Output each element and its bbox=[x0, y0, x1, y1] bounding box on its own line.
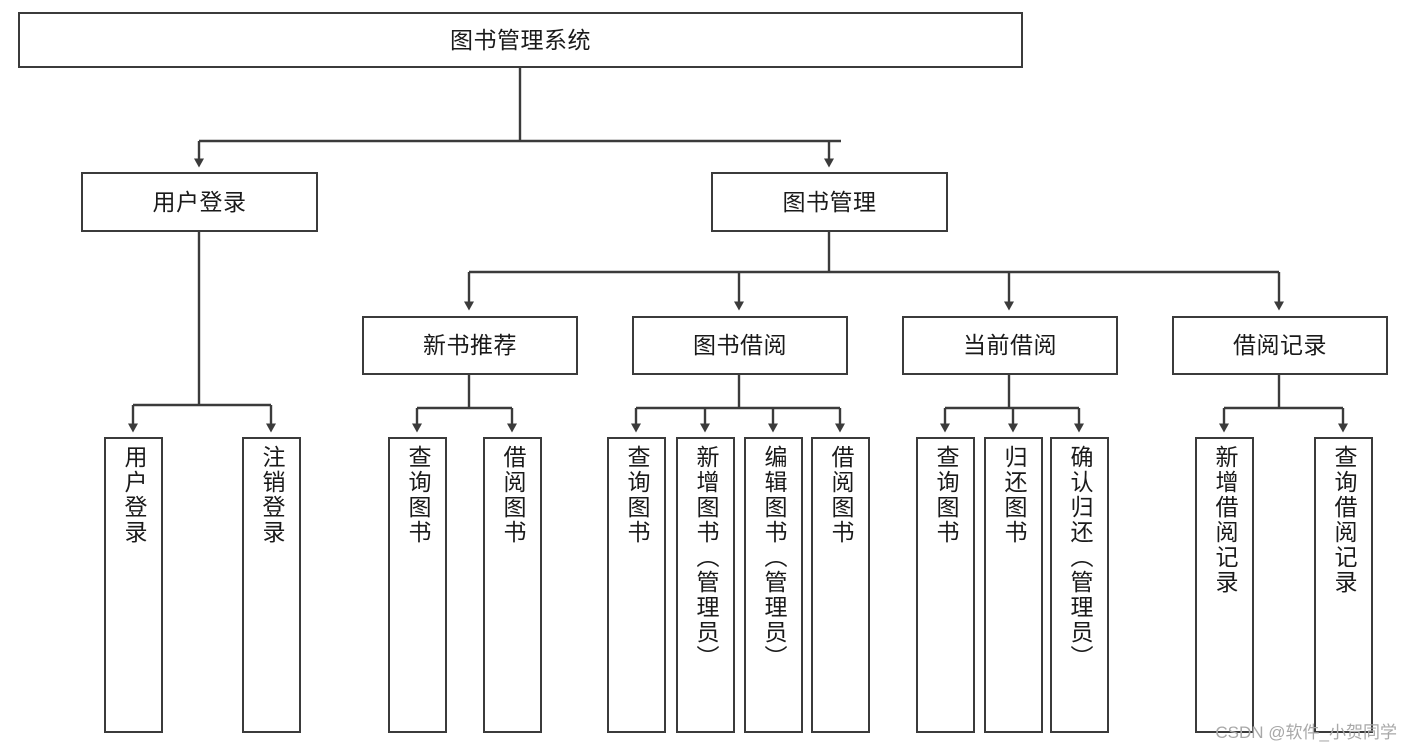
node-label: 用户登录 bbox=[152, 188, 247, 215]
leaf-user-login-login[interactable]: 用户登录 bbox=[104, 437, 163, 733]
node-label: 编辑图书（管理员） bbox=[761, 445, 787, 670]
leaf-recommend-borrow-book[interactable]: 借阅图书 bbox=[483, 437, 542, 733]
leaf-borrow-add-book-admin[interactable]: 新增图书（管理员） bbox=[676, 437, 735, 733]
node-label: 借阅图书 bbox=[500, 445, 526, 545]
node-label: 新书推荐 bbox=[423, 332, 517, 359]
leaf-current-query-book[interactable]: 查询图书 bbox=[916, 437, 975, 733]
node-label: 借阅图书 bbox=[828, 445, 854, 545]
node-label: 归还图书 bbox=[1001, 445, 1027, 545]
leaf-borrow-query-book[interactable]: 查询图书 bbox=[607, 437, 666, 733]
node-label: 查询图书 bbox=[405, 445, 431, 545]
node-label: 新增借阅记录 bbox=[1212, 445, 1238, 595]
node-borrow-records[interactable]: 借阅记录 bbox=[1172, 316, 1388, 375]
node-book-borrow[interactable]: 图书借阅 bbox=[632, 316, 848, 375]
leaf-recommend-query-book[interactable]: 查询图书 bbox=[388, 437, 447, 733]
leaf-records-add-record[interactable]: 新增借阅记录 bbox=[1195, 437, 1254, 733]
node-label: 查询图书 bbox=[933, 445, 959, 545]
node-label: 借阅记录 bbox=[1233, 332, 1327, 359]
watermark-text: CSDN @软件_小贺同学 bbox=[1215, 723, 1397, 742]
leaf-borrow-borrow-book[interactable]: 借阅图书 bbox=[811, 437, 870, 733]
leaf-current-return-book[interactable]: 归还图书 bbox=[984, 437, 1043, 733]
leaf-borrow-edit-book-admin[interactable]: 编辑图书（管理员） bbox=[744, 437, 803, 733]
node-label: 确认归还（管理员） bbox=[1067, 445, 1093, 670]
node-label: 当前借阅 bbox=[963, 332, 1057, 359]
node-label: 图书管理系统 bbox=[450, 26, 591, 53]
leaf-records-query-record[interactable]: 查询借阅记录 bbox=[1314, 437, 1373, 733]
node-label: 图书管理 bbox=[782, 188, 877, 215]
node-label: 图书借阅 bbox=[693, 332, 787, 359]
node-book-management[interactable]: 图书管理 bbox=[711, 172, 948, 232]
node-label: 用户登录 bbox=[121, 445, 147, 545]
node-label: 注销登录 bbox=[259, 445, 285, 545]
node-label: 查询图书 bbox=[624, 445, 650, 545]
node-user-login[interactable]: 用户登录 bbox=[81, 172, 318, 232]
leaf-user-login-logout[interactable]: 注销登录 bbox=[242, 437, 301, 733]
leaf-current-confirm-return-admin[interactable]: 确认归还（管理员） bbox=[1050, 437, 1109, 733]
node-label: 新增图书（管理员） bbox=[693, 445, 719, 670]
node-current-borrow[interactable]: 当前借阅 bbox=[902, 316, 1118, 375]
node-label: 查询借阅记录 bbox=[1331, 445, 1357, 595]
node-new-book-recommend[interactable]: 新书推荐 bbox=[362, 316, 578, 375]
node-root-system[interactable]: 图书管理系统 bbox=[18, 12, 1023, 68]
